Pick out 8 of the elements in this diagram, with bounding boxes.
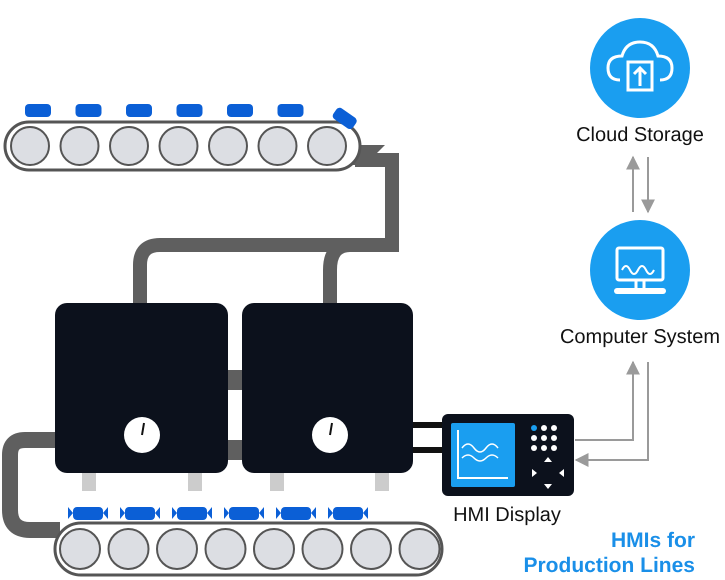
arrow (626, 156, 640, 212)
node-label: Computer System (558, 326, 722, 349)
node-label: Cloud Storage (575, 124, 705, 147)
arrow (641, 157, 655, 214)
arrow (575, 360, 640, 441)
title: HMIs for Production Lines (522, 528, 695, 578)
node-label: HMI Display (452, 504, 562, 527)
arrow (574, 362, 649, 467)
